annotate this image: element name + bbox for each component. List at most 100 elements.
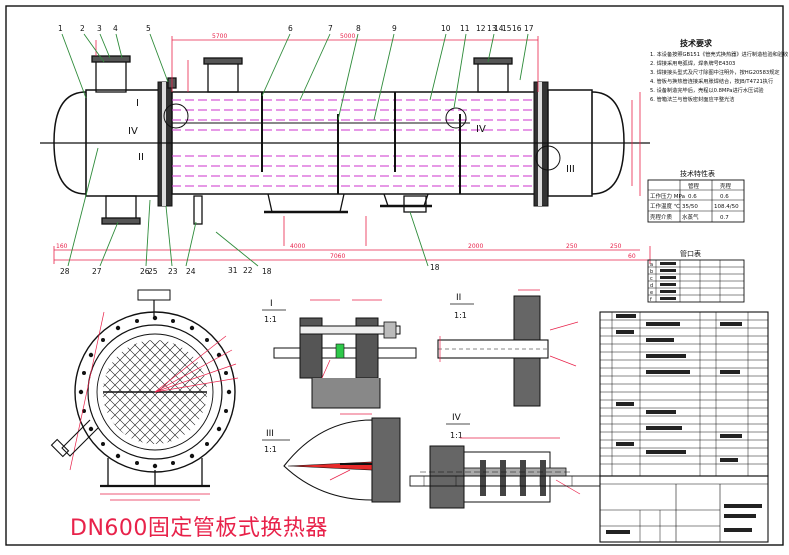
- spec-cell: 水蒸气: [682, 213, 699, 221]
- svg-text:18: 18: [430, 263, 440, 272]
- svg-text:11: 11: [460, 24, 470, 33]
- svg-text:7060: 7060: [330, 253, 345, 260]
- svg-text:31: 31: [228, 266, 238, 275]
- parts-header-row: [409, 475, 601, 487]
- svg-text:4000: 4000: [290, 243, 305, 250]
- svg-text:III: III: [566, 164, 575, 175]
- svg-text:25: 25: [148, 267, 158, 276]
- svg-text:I: I: [136, 98, 139, 109]
- detail-view-I: I 1:1: [262, 299, 417, 409]
- spec-header: 壳程: [720, 182, 732, 190]
- nozzle-id: a: [650, 262, 653, 268]
- svg-text:18: 18: [262, 267, 272, 276]
- svg-text:28: 28: [60, 267, 70, 276]
- detail-callouts: [163, 103, 561, 171]
- tube-layout: [103, 340, 207, 444]
- spec-table: 技术特性表 管程 壳程 工作压力 MPa 0.6 0.6 工作温度 ℃ 35/5…: [647, 169, 745, 223]
- svg-text:60: 60: [628, 253, 636, 260]
- outer-frame: [5, 5, 784, 546]
- spec-cell: 35/50: [682, 204, 698, 210]
- end-saddle: [100, 458, 210, 488]
- tech-req-line: 1. 本设备按照GB151《管壳式换热器》进行制造检验和验收: [650, 50, 788, 58]
- drawing-caption: DN600固定管板式换热器: [70, 516, 328, 541]
- bottom-nozzles: [101, 195, 427, 225]
- top-nozzles: [91, 55, 513, 93]
- svg-text:1: 1: [58, 24, 63, 33]
- spec-table-title: 技术特性表: [680, 169, 715, 178]
- detail-label: I: [270, 299, 273, 309]
- nozzle-id: c: [650, 276, 653, 282]
- tech-req-line: 3. 焊接接头型式及尺寸除图中注明外，按HG20583规定: [650, 68, 780, 76]
- svg-text:IV: IV: [476, 124, 486, 135]
- nozzle-id: b: [650, 269, 653, 275]
- nozzle-table-title: 管口表: [680, 249, 701, 258]
- detail-scale: 1:1: [454, 311, 467, 320]
- tech-req-title: 技术要求: [680, 38, 713, 48]
- svg-text:4: 4: [113, 24, 118, 33]
- svg-text:3: 3: [97, 24, 102, 33]
- main-view-markers: I IV II IV III: [128, 98, 575, 175]
- svg-text:9: 9: [392, 24, 397, 33]
- nozzle-id: f: [650, 297, 652, 303]
- detail-label: IV: [452, 413, 462, 423]
- leader-lines: [61, 33, 529, 267]
- svg-text:26: 26: [140, 267, 150, 276]
- left-head: [53, 91, 87, 195]
- tech-req-line: 4. 管板与换热管连接采用胀焊结合，按JB/T4721执行: [650, 77, 773, 85]
- detail-scale: 1:1: [450, 431, 463, 440]
- detail-view-IV: IV 1:1: [420, 413, 581, 509]
- svg-text:24: 24: [186, 267, 196, 276]
- svg-text:2000: 2000: [468, 243, 483, 250]
- spec-cell: 壳程介质: [650, 213, 673, 221]
- spec-cell: 0.6: [688, 194, 697, 200]
- svg-text:13: 13: [487, 24, 497, 33]
- svg-text:II: II: [138, 152, 144, 163]
- svg-text:17: 17: [524, 24, 534, 33]
- svg-text:14: 14: [494, 24, 504, 33]
- spec-cell: 0.7: [720, 215, 729, 221]
- parts-list: [599, 311, 769, 477]
- detail-scale: 1:1: [264, 315, 277, 324]
- spec-header: 管程: [688, 182, 700, 190]
- detail-label: III: [266, 429, 274, 439]
- svg-text:6: 6: [288, 24, 293, 33]
- spec-cell: 0.6: [720, 194, 729, 200]
- svg-text:5000: 5000: [340, 33, 355, 40]
- svg-text:8: 8: [356, 24, 361, 33]
- spec-cell: 工作温度 ℃: [650, 202, 680, 210]
- tube-bundle: [172, 99, 534, 187]
- right-head: [591, 91, 625, 195]
- tech-requirements: 技术要求 1. 本设备按照GB151《管壳式换热器》进行制造检验和验收 2. 焊…: [650, 38, 788, 103]
- nozzle-table: 管口表 a b c d e f: [647, 249, 745, 303]
- detail-view-II: II 1:1: [437, 289, 579, 407]
- svg-text:2: 2: [80, 24, 85, 33]
- end-view: [50, 289, 239, 501]
- svg-text:IV: IV: [128, 126, 138, 137]
- svg-text:160: 160: [56, 243, 68, 250]
- detail-label: II: [456, 293, 461, 303]
- tech-req-line: 6. 管箱法兰与管板密封面应平整光洁: [650, 95, 734, 103]
- parts-list-grid: [600, 312, 768, 476]
- tech-req-lines: 1. 本设备按照GB151《管壳式换热器》进行制造检验和验收 2. 焊接采用电弧…: [650, 50, 788, 103]
- svg-text:16: 16: [512, 24, 522, 33]
- dimension-lines: [53, 36, 651, 264]
- svg-text:7: 7: [328, 24, 333, 33]
- saddles: [264, 193, 432, 214]
- svg-text:27: 27: [92, 267, 102, 276]
- detail-view-III: III 1:1: [262, 413, 401, 503]
- svg-text:23: 23: [168, 267, 178, 276]
- svg-text:10: 10: [441, 24, 451, 33]
- svg-text:12: 12: [476, 24, 486, 33]
- detail-scale: 1:1: [264, 445, 277, 454]
- title-block: [599, 475, 769, 543]
- tech-req-line: 2. 焊接采用电弧焊，焊条牌号E4303: [650, 59, 735, 67]
- bolt-circle: [78, 315, 232, 469]
- svg-text:15: 15: [502, 24, 512, 33]
- end-view-dims: [69, 311, 239, 471]
